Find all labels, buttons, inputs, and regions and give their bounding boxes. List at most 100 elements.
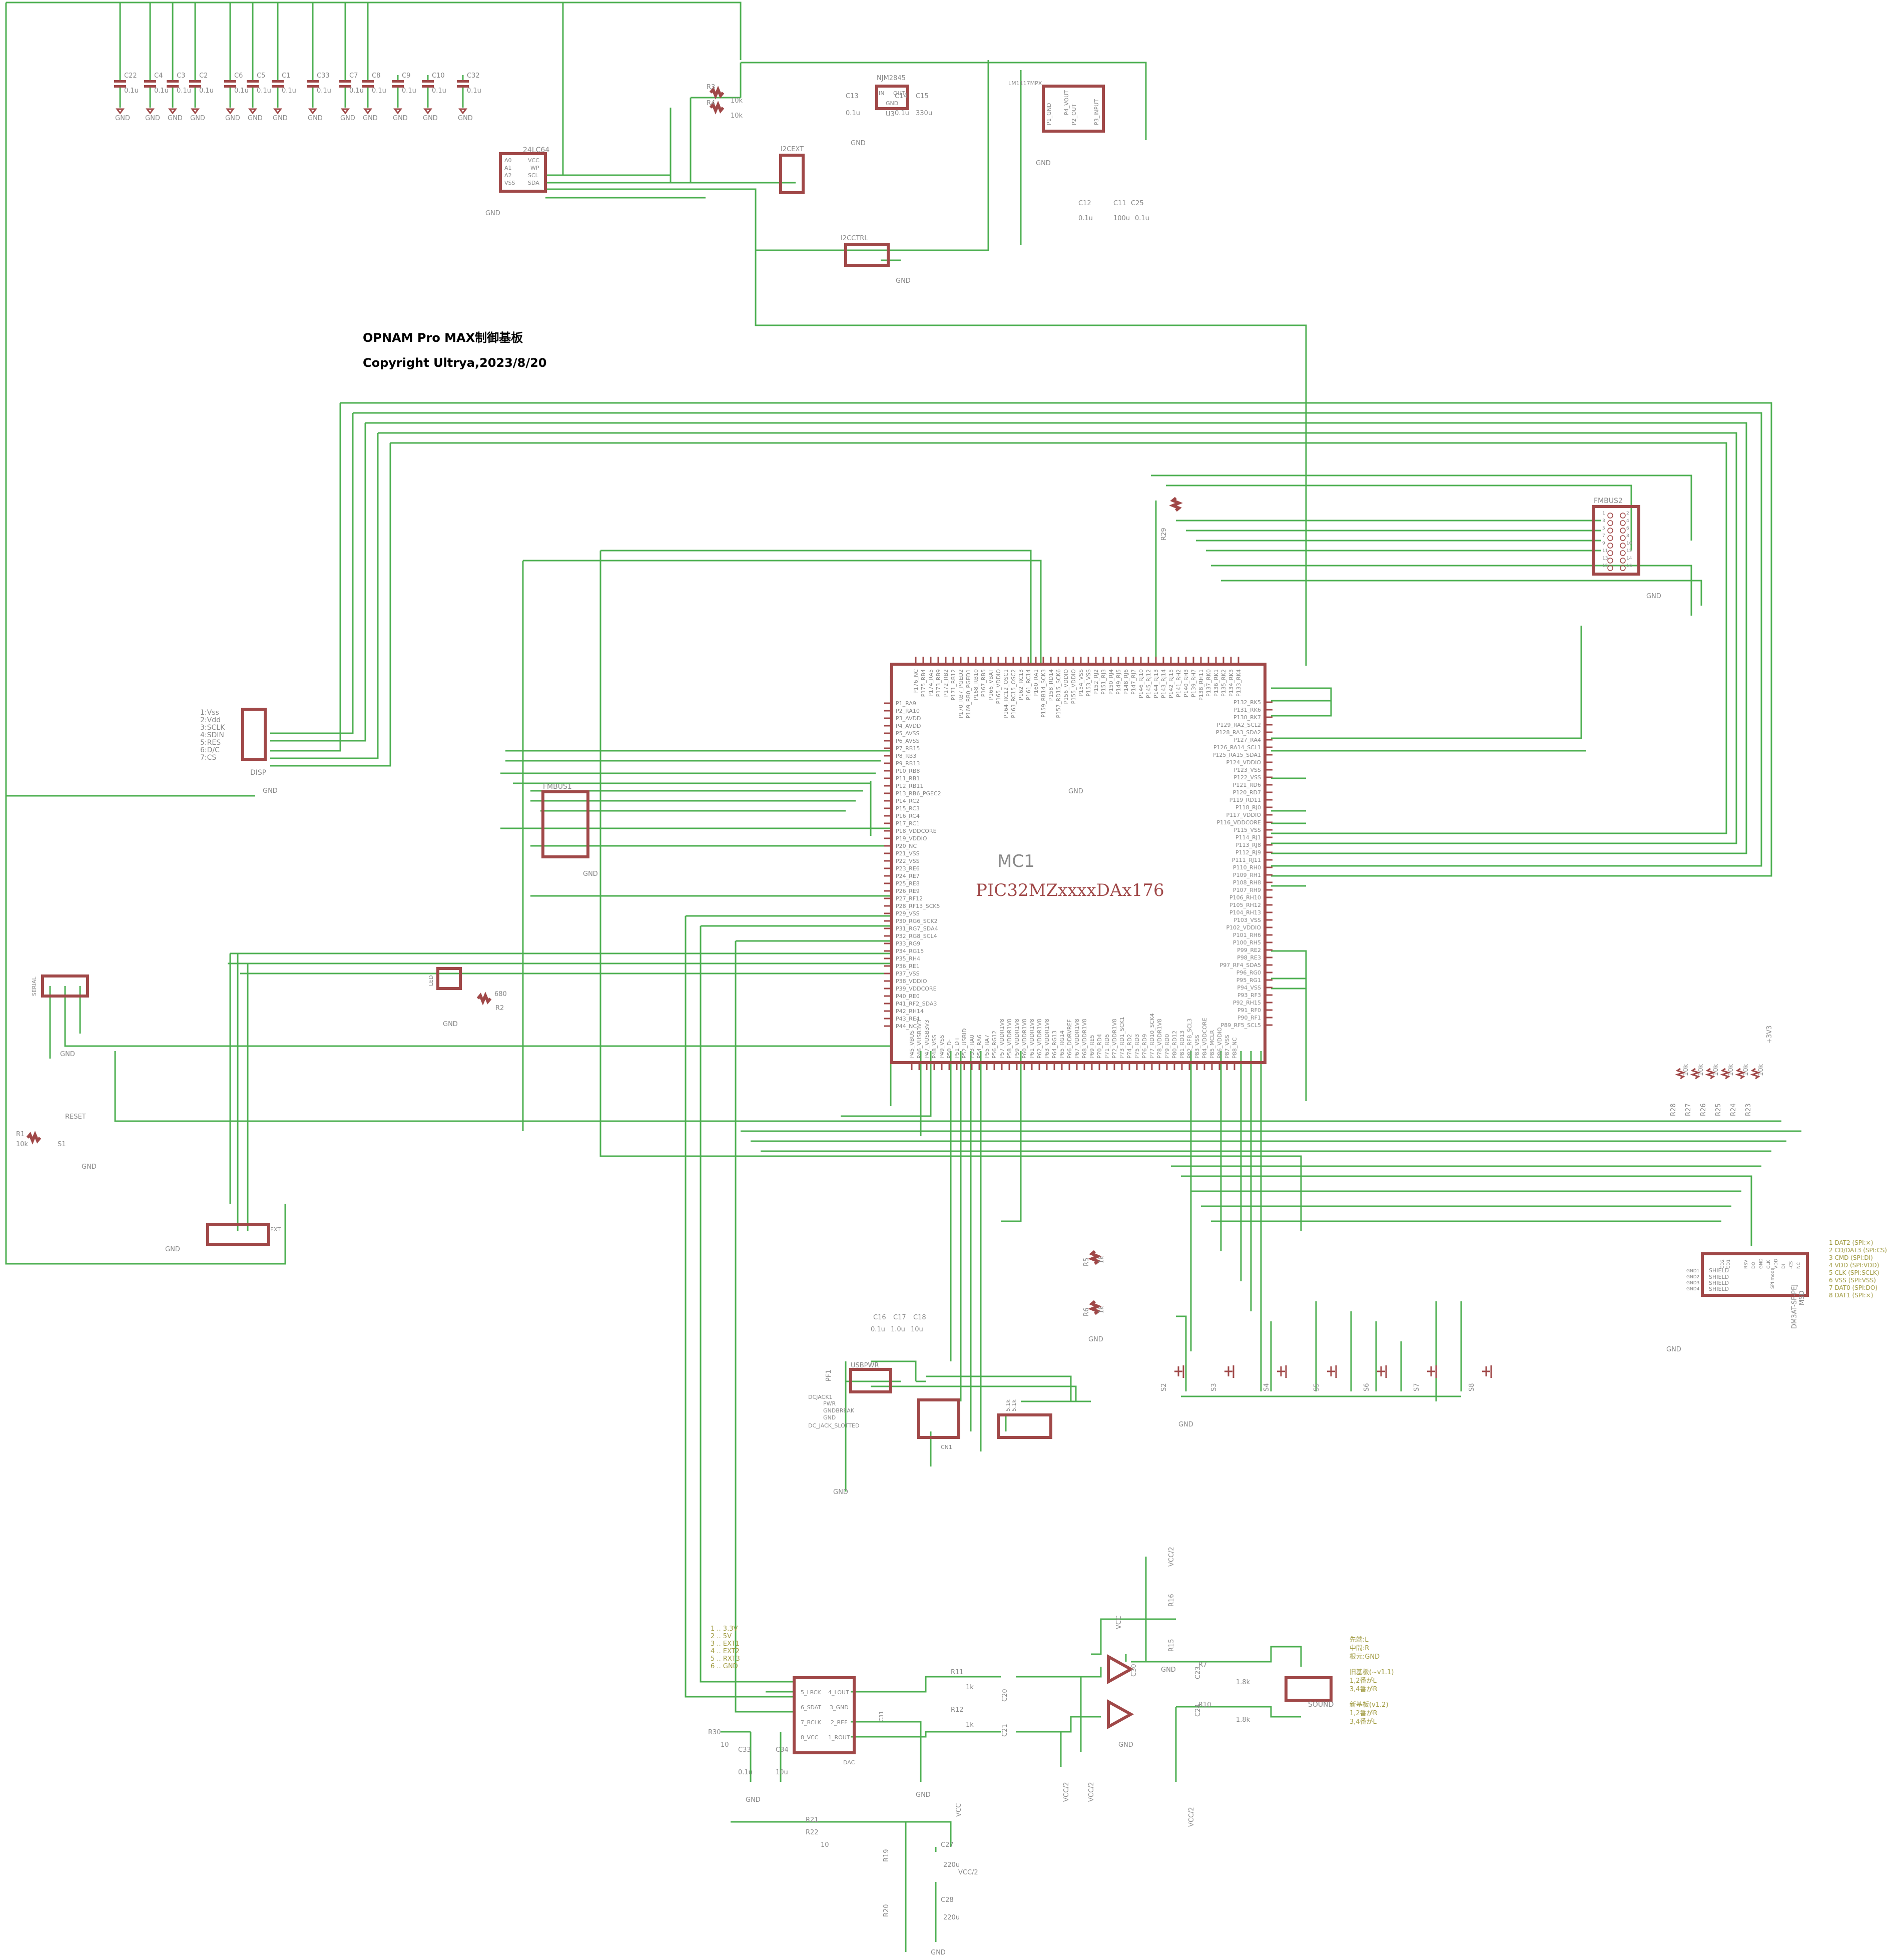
cap-plate bbox=[422, 85, 434, 88]
mcu-pin-label: P88_NC bbox=[1231, 1038, 1238, 1059]
resistor-ref: R27 bbox=[1685, 1103, 1692, 1116]
mcu-pin-label: P164_RC12_OSC1 bbox=[1003, 669, 1009, 718]
cap-ref: C9 bbox=[402, 72, 410, 80]
switch-ref: S7 bbox=[1413, 1383, 1421, 1391]
sd-pin-note: 4 VDD (SPI:VDD) bbox=[1829, 1262, 1879, 1269]
mcu-pin-label: P35_RH4 bbox=[896, 955, 920, 962]
connector-fmbus1[interactable]: FMBUS1 GND bbox=[541, 783, 598, 878]
mcu-pin-label: P70_RD4 bbox=[1096, 1034, 1103, 1059]
cap-plate bbox=[167, 85, 179, 88]
header-pin-number: 4 bbox=[1626, 519, 1629, 524]
mcu-pin-label: P64_RG13 bbox=[1051, 1031, 1058, 1059]
reset-circuit[interactable]: RESET R1 10k S1 GND bbox=[16, 1113, 97, 1171]
svg-text:220u: 220u bbox=[943, 1914, 960, 1921]
mcu-pin-label: P153_VSS bbox=[1085, 669, 1092, 697]
svg-text:1k: 1k bbox=[1098, 1306, 1105, 1314]
cap-plate bbox=[339, 80, 351, 83]
mcu-pin-label: P6_AVSS bbox=[896, 738, 919, 744]
mcu-pin-label: P38_VDDIO bbox=[896, 978, 927, 985]
svg-text:RESET: RESET bbox=[65, 1113, 86, 1121]
mcu-pin-label: P9_RB13 bbox=[896, 760, 920, 767]
gnd-label: GND bbox=[273, 115, 288, 122]
connector-serial[interactable]: SERIAL GND bbox=[31, 974, 89, 1058]
svg-text:4:SDIN: 4:SDIN bbox=[200, 731, 224, 739]
sound-note: 3,4番がL bbox=[1350, 1718, 1377, 1726]
resistor-ref: R26 bbox=[1700, 1103, 1707, 1116]
svg-text:R15: R15 bbox=[1168, 1639, 1175, 1652]
svg-text:C21: C21 bbox=[1001, 1724, 1009, 1737]
svg-text:SHIELD: SHIELD bbox=[1709, 1286, 1729, 1292]
sd-pin-label: GND bbox=[1759, 1258, 1764, 1269]
usb-typec[interactable] bbox=[997, 1413, 1052, 1439]
mcu-pin-label: P69_RE5 bbox=[1089, 1035, 1095, 1059]
connector-i2cext[interactable]: I2CEXT bbox=[779, 146, 805, 194]
usb-power: PF1 C16 0.1u C17 1.0u C18 10u USBPWR CN1… bbox=[808, 1314, 1052, 1496]
mcu-pin-label: P47_VUSB3V3 bbox=[924, 1020, 930, 1059]
svg-text:GND: GND bbox=[1161, 1666, 1176, 1674]
sd-cd-label: CD2 bbox=[1720, 1259, 1725, 1269]
cap-value: 0.1u bbox=[372, 87, 386, 95]
cap-value: 0.1u bbox=[124, 87, 139, 95]
mcu-pin-label: P19_VDDIO bbox=[896, 835, 927, 842]
mcu-pin-label: P15_RC3 bbox=[896, 805, 920, 812]
cap-plate bbox=[114, 80, 126, 83]
svg-text:P1_GND: P1_GND bbox=[1046, 103, 1052, 125]
switch-ref: S4 bbox=[1263, 1383, 1271, 1391]
svg-text:1.8k: 1.8k bbox=[1236, 1679, 1250, 1686]
mcu-pin-label: P49_VSS bbox=[939, 1035, 945, 1059]
svg-text:220u: 220u bbox=[943, 1861, 960, 1869]
header-pin-number: 11 bbox=[1602, 549, 1608, 554]
cap-ref: C7 bbox=[349, 72, 358, 80]
gnd-symbol bbox=[458, 108, 467, 115]
mcu-pin-label: P169_RB0_PGED1 bbox=[965, 669, 972, 718]
svg-text:SHIELD: SHIELD bbox=[1709, 1267, 1729, 1274]
sound-note: 先端:L bbox=[1350, 1636, 1369, 1644]
gnd-label: GND bbox=[1178, 1421, 1193, 1428]
connector-disp[interactable]: DISP 1:Vss 2:Vdd 3:SCLK 4:SDIN 5:RES 6:D… bbox=[200, 708, 278, 795]
mcu-pin-label: P50_D- bbox=[946, 1039, 953, 1059]
mcu-pin-label: P115_VSS bbox=[1233, 827, 1261, 833]
resistor-value: 10k bbox=[1682, 1064, 1690, 1076]
switch-symbol bbox=[1377, 1365, 1387, 1378]
mcu-pin-label: P111_RJ11 bbox=[1232, 857, 1261, 863]
svg-text:10: 10 bbox=[821, 1841, 829, 1849]
mcu-pin-label: P43_RE4 bbox=[896, 1016, 920, 1022]
sd-pin-note: 7 DAT0 (SPI:DO) bbox=[1829, 1284, 1877, 1291]
pullup-resistor bbox=[1690, 1068, 1701, 1080]
svg-text:R22: R22 bbox=[806, 1829, 819, 1836]
svg-text:VCC: VCC bbox=[528, 157, 539, 164]
mcu-pin-label: P114_RJ1 bbox=[1235, 834, 1261, 841]
mcu-pin-label: P78_VDDR1V8 bbox=[1156, 1019, 1163, 1059]
svg-text:GND: GND bbox=[931, 1949, 946, 1956]
usb-cn1[interactable]: CN1 bbox=[917, 1398, 960, 1450]
svg-text:FMBUS1: FMBUS1 bbox=[543, 783, 572, 791]
svg-text:5:RES: 5:RES bbox=[200, 739, 221, 747]
connector-ext[interactable]: EXT GND 1 .. 3.3V 2 .. 5V 3 .. EXT1 4 ..… bbox=[165, 1223, 740, 1670]
svg-text:VCC: VCC bbox=[1115, 1616, 1123, 1629]
mcu-pin-label: P147_RJ7 bbox=[1130, 669, 1137, 695]
mcu-pin-label: P130_RK7 bbox=[1233, 714, 1261, 721]
connector-usbpwr[interactable]: USBPWR bbox=[849, 1362, 892, 1393]
mcu-pin-label: P135_RK2 bbox=[1220, 669, 1227, 697]
connector-sound[interactable]: SOUND bbox=[1285, 1676, 1334, 1709]
cap-value: 0.1u bbox=[154, 87, 169, 95]
mcu-pin-label: P20_NC bbox=[896, 843, 917, 849]
switch-ref: S5 bbox=[1313, 1383, 1321, 1391]
svg-text:5 .. RXT3: 5 .. RXT3 bbox=[711, 1655, 740, 1663]
mcu-pin-label: P22_VSS bbox=[896, 858, 920, 864]
svg-text:A2: A2 bbox=[504, 172, 512, 179]
connector-i2cctrl[interactable]: I2CCTRL GND bbox=[841, 235, 911, 285]
mcu-pin-label: P62_VDDR1V8 bbox=[1036, 1019, 1043, 1059]
mcu-pin-label: P33_RG9 bbox=[896, 940, 920, 947]
regulator-5v: IN OUT GND NJM2845 U3 C13 0.1u C14 0.1u … bbox=[846, 75, 932, 147]
gnd-symbol bbox=[341, 108, 350, 115]
mcu-pin-label: P102_VDDIO bbox=[1226, 924, 1261, 931]
header-pin bbox=[1607, 520, 1613, 526]
mcu-pin-label: P95_RG1 bbox=[1236, 977, 1261, 984]
mcu-pin-label: P72_VDDR1V8 bbox=[1111, 1019, 1118, 1059]
